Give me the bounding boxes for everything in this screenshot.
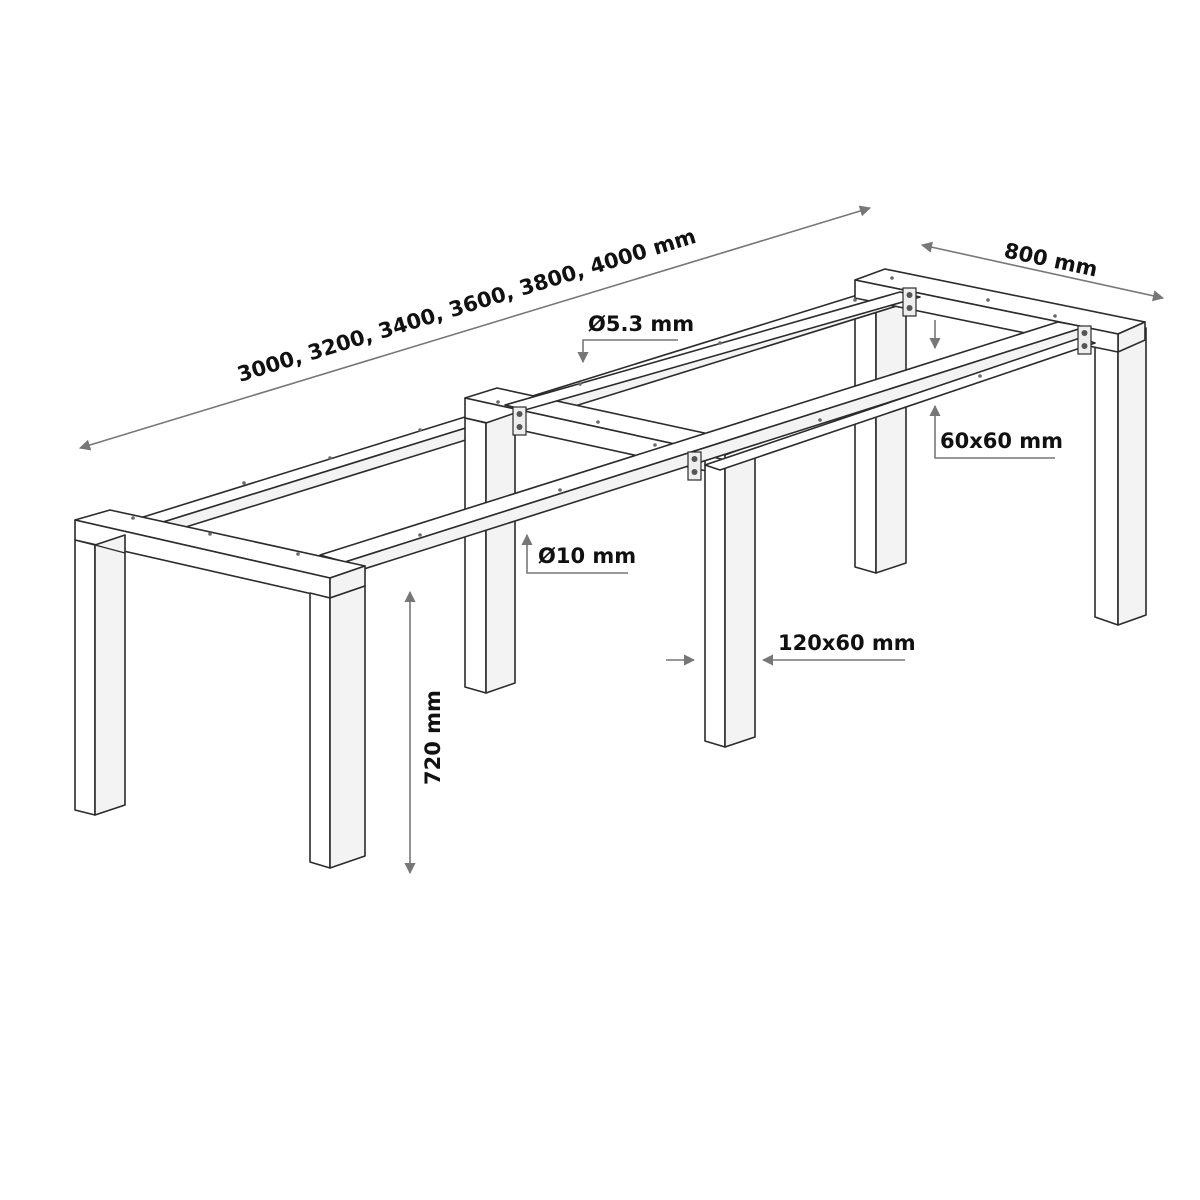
width-dimension-line (920, 241, 1165, 302)
top-hole-label: Ø5.3 mm (588, 312, 694, 336)
height-label: 720 mm (421, 690, 445, 785)
front-right-leg (1094, 327, 1147, 626)
middle-back-leg (464, 412, 516, 694)
length-dimension-line (78, 205, 872, 451)
table-frame (74, 268, 1147, 869)
rail-profile-label: 60x60 mm (940, 429, 1063, 453)
middle-front-leg (704, 449, 756, 748)
left-front-leg (309, 585, 366, 869)
leg-profile-label: 120x60 mm (778, 631, 916, 655)
length-label: 3000, 3200, 3400, 3600, 3800, 4000 mm (234, 224, 698, 387)
bolt-hole-label: Ø10 mm (538, 544, 636, 568)
bolt-hole-leader (521, 533, 628, 574)
back-right-leg (854, 295, 907, 574)
left-end-beam (74, 509, 366, 599)
dimension-lines (78, 205, 1165, 875)
width-label: 800 mm (1002, 238, 1100, 281)
left-back-leg (74, 534, 126, 816)
top-hole-leader (577, 339, 678, 364)
rail-profile-leader (929, 404, 1055, 459)
